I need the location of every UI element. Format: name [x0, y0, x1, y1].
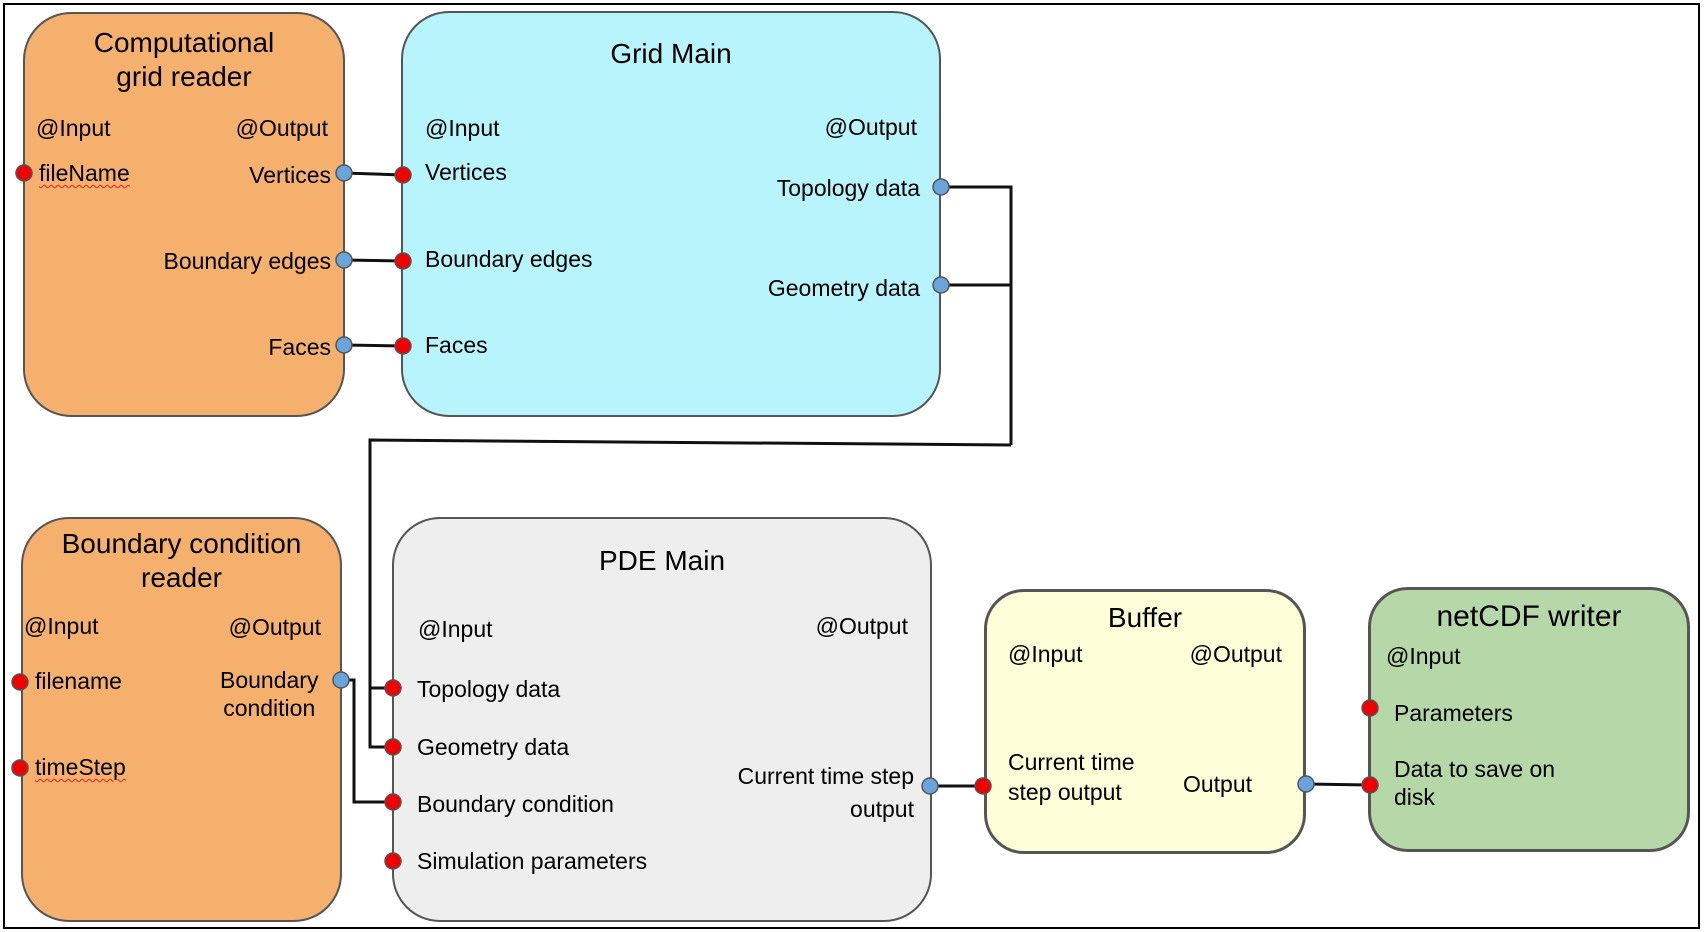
port-pde-current-time-step	[921, 777, 939, 795]
buffer-input-current-time-step: Current time step output	[1008, 747, 1135, 807]
netcdf-input2-line2: disk	[1394, 784, 1435, 810]
wire-boundary-condition	[341, 678, 393, 804]
port-grid-reader-faces	[335, 336, 353, 354]
grid-main-input-header: @Input	[425, 115, 500, 141]
grid-reader-input-filename: fileName	[39, 160, 130, 186]
grid-reader-title-line1: Computational	[93, 27, 275, 58]
port-grid-reader-filename	[15, 164, 33, 182]
pde-main-input-geometry: Geometry data	[417, 734, 570, 760]
grid-reader-title: Computational grid reader	[25, 26, 343, 94]
buffer-output-header: @Output	[1189, 641, 1282, 667]
netcdf-input2-line1: Data to save on	[1394, 756, 1556, 782]
port-grid-main-topology	[932, 178, 950, 196]
buffer-title: Buffer	[1107, 602, 1183, 633]
port-grid-reader-vertices	[335, 164, 353, 182]
port-pde-geometry	[384, 738, 402, 756]
port-netcdf-data	[1361, 776, 1379, 794]
block-grid-reader: Computational grid reader	[23, 12, 345, 417]
pde-main-output-header: @Output	[815, 613, 908, 639]
ports	[11, 164, 1379, 870]
bc-reader-input-header: @Input	[24, 613, 99, 639]
wires	[341, 171, 1371, 804]
netcdf-input-header: @Input	[1386, 643, 1461, 669]
port-bc-reader-timestep	[11, 759, 29, 777]
grid-main-input-vertices: Vertices	[425, 159, 507, 185]
block-netcdf-writer: netCDF writer	[1368, 587, 1690, 852]
block-bc-reader: Boundary condition reader	[21, 517, 342, 922]
wire-bus-return	[368, 438, 1012, 749]
bc-reader-output-line1: Boundary	[220, 667, 319, 693]
bc-reader-title: Boundary condition reader	[23, 527, 340, 595]
port-grid-main-boundary-edges	[394, 252, 412, 270]
port-pde-simulation-parameters	[384, 852, 402, 870]
netcdf-input-data-to-save: Data to save on disk	[1394, 755, 1555, 811]
port-grid-reader-boundary-edges	[335, 251, 353, 269]
port-netcdf-parameters	[1361, 699, 1379, 717]
grid-reader-output-boundary-edges: Boundary edges	[163, 248, 331, 274]
bc-reader-output-line2: condition	[223, 695, 316, 721]
wire-buffer-output	[1305, 782, 1371, 787]
block-pde-main: PDE Main	[392, 517, 932, 922]
bc-reader-input-timestep: timeStep	[35, 754, 126, 780]
pde-main-input-boundary-condition: Boundary condition	[417, 791, 614, 817]
wire-topology-out	[941, 185, 1013, 445]
buffer-input-line1: Current time	[1008, 749, 1135, 775]
wire-faces	[343, 343, 404, 348]
pde-main-title: PDE Main	[598, 545, 726, 576]
port-buffer-current-time-step	[974, 777, 992, 795]
wire-vertices	[343, 171, 404, 177]
block-buffer: Buffer	[984, 589, 1306, 854]
pde-main-input-topology: Topology data	[417, 676, 561, 702]
port-bc-reader-filename	[11, 673, 29, 691]
bc-reader-title-line2: reader	[141, 562, 222, 593]
port-grid-main-faces	[394, 337, 412, 355]
buffer-input-line2: step output	[1008, 779, 1122, 805]
grid-main-output-geometry: Geometry data	[767, 275, 920, 301]
buffer-output: Output	[1182, 771, 1252, 797]
pde-main-output-current-time-step: Current time step output	[738, 760, 914, 826]
grid-reader-output-faces: Faces	[268, 334, 331, 360]
bc-reader-output-header: @Output	[228, 614, 321, 640]
port-buffer-output	[1297, 775, 1315, 793]
netcdf-input-parameters: Parameters	[1394, 700, 1513, 726]
grid-main-output-topology: Topology data	[776, 175, 920, 201]
wire-boundary-edges	[343, 258, 404, 263]
bc-reader-output-boundary-condition: Boundary condition	[220, 666, 318, 722]
grid-reader-title-line2: grid reader	[116, 61, 252, 92]
port-grid-main-geometry	[932, 276, 950, 294]
grid-main-output-header: @Output	[824, 114, 917, 140]
port-pde-boundary-condition	[384, 793, 402, 811]
netcdf-writer-title: netCDF writer	[1436, 600, 1622, 633]
grid-main-title: Grid Main	[610, 38, 732, 69]
port-pde-topology	[384, 679, 402, 697]
grid-reader-input-header: @Input	[36, 115, 111, 141]
grid-reader-output-header: @Output	[235, 115, 328, 141]
bc-reader-input-filename: filename	[35, 668, 122, 694]
port-bc-reader-boundary-condition	[332, 671, 350, 689]
buffer-input-header: @Input	[1008, 641, 1083, 667]
pde-main-output-line2: output	[850, 796, 914, 822]
block-grid-main: Grid Main	[401, 11, 941, 417]
diagram-frame	[3, 3, 1700, 929]
bc-reader-title-line1: Boundary condition	[61, 528, 302, 559]
grid-main-input-faces: Faces	[425, 332, 488, 358]
pde-main-input-simulation-parameters: Simulation parameters	[417, 848, 648, 874]
pde-main-input-header: @Input	[418, 616, 493, 642]
pde-main-output-line1: Current time step	[737, 763, 914, 789]
port-grid-main-vertices	[394, 166, 412, 184]
grid-reader-output-vertices: Vertices	[249, 162, 331, 188]
grid-main-input-boundary-edges: Boundary edges	[425, 246, 593, 272]
